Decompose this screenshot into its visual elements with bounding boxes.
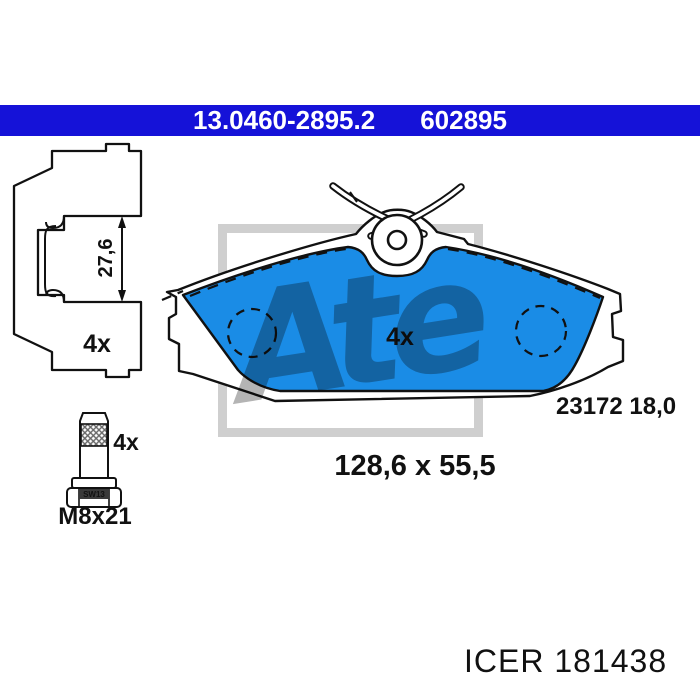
bolt-quantity: 4x bbox=[113, 429, 139, 455]
piston-mark-left bbox=[226, 307, 278, 359]
bolt-wrench-size: SW13 bbox=[83, 490, 105, 499]
dimension-arrowhead-top bbox=[118, 216, 126, 228]
chamfer-dashed-right bbox=[447, 247, 601, 300]
clip-quantity: 4x bbox=[83, 330, 111, 358]
clip-outline bbox=[12, 142, 143, 379]
oe-number: 602895 bbox=[420, 105, 507, 135]
clip-hook-bottom bbox=[45, 288, 65, 303]
bolt-thread-hatch2 bbox=[80, 423, 108, 447]
pad-size-dimension: 128,6 x 55,5 bbox=[334, 450, 496, 482]
footer-reference: ICER 181438 bbox=[464, 643, 668, 679]
bolt-flange bbox=[71, 477, 117, 489]
bolt-head-band bbox=[79, 489, 109, 499]
header-bar: 13.0460-2895.2 602895 bbox=[0, 105, 700, 136]
sensor-arm-joint bbox=[349, 191, 358, 203]
clip-height-dimension: 27,6 bbox=[95, 239, 117, 278]
chamfer-dashed-left-tip bbox=[161, 289, 184, 302]
brake-pad-drawing: 4x bbox=[161, 182, 625, 403]
sensor-eyelet-hole bbox=[386, 229, 408, 251]
clip-spring-wire bbox=[44, 225, 57, 298]
dimension-arrowhead-bottom bbox=[118, 290, 126, 302]
pad-quantity: 4x bbox=[386, 323, 414, 351]
piston-mark-right bbox=[514, 304, 568, 358]
catalog-number: 13.0460-2895.2 bbox=[193, 105, 376, 135]
bolt-thread-label: M8x21 bbox=[58, 503, 131, 530]
clip-drawing: 27,6 4x bbox=[12, 142, 143, 379]
friction-material bbox=[181, 245, 605, 393]
bolt-drawing: SW13 4x M8x21 bbox=[58, 412, 139, 530]
clip-hook-top bbox=[45, 215, 65, 230]
wva-number-thickness: 23172 18,0 bbox=[556, 393, 677, 420]
chamfer-dashed-left bbox=[189, 247, 347, 298]
